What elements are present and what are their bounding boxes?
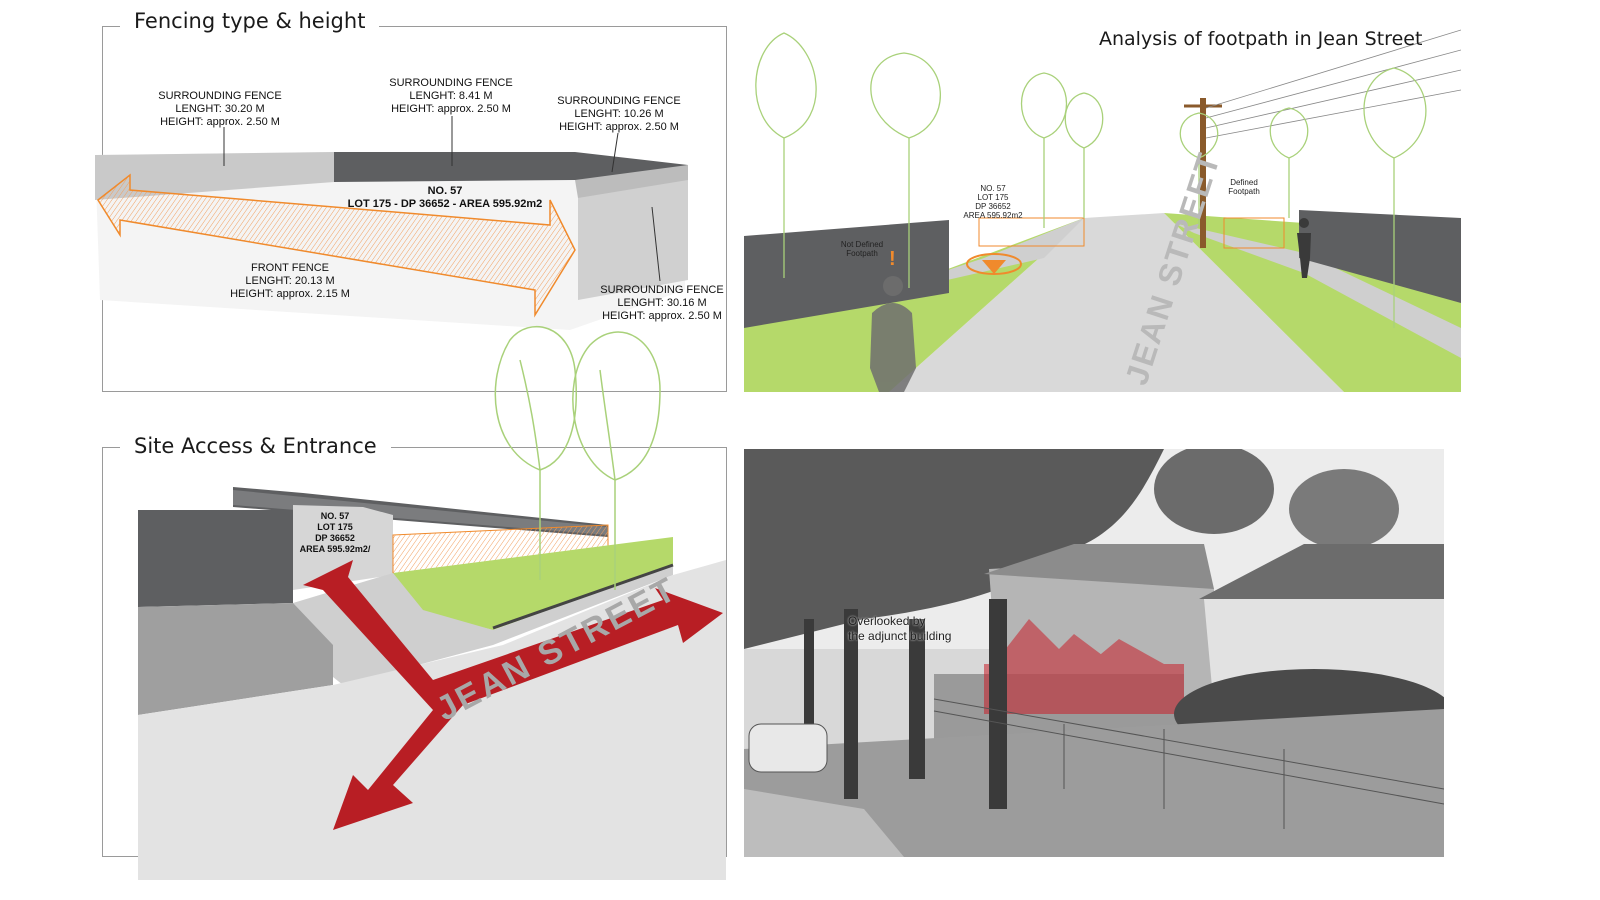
label-right-surrounding-fence: SURROUNDING FENCE LENGHT: 10.26 M HEIGHT… bbox=[557, 95, 681, 133]
street-photo bbox=[744, 449, 1444, 857]
overlooked-label: Overlooked by the adjunct building bbox=[848, 614, 952, 643]
access-panel-title: Site Access & Entrance bbox=[120, 432, 391, 460]
defined-footpath-label: Defined Footpath bbox=[1228, 178, 1260, 196]
label-front-fence: FRONT FENCE LENGHT: 20.13 M HEIGHT: appr… bbox=[230, 262, 350, 300]
access-diagram bbox=[138, 487, 726, 880]
tree-illustration bbox=[494, 325, 661, 590]
power-pole bbox=[1200, 98, 1206, 248]
side-surrounding-fence bbox=[578, 165, 688, 300]
neighbour-building bbox=[138, 510, 293, 607]
footpath-analysis-illustration bbox=[744, 28, 1461, 392]
fencing-leader-lines bbox=[223, 116, 661, 282]
front-fence-arrow bbox=[97, 173, 576, 318]
jean-street-road bbox=[889, 213, 1344, 392]
label-lot-info: NO. 57 LOT 175 - DP 36652 - AREA 595.92m… bbox=[347, 185, 543, 210]
access-grass bbox=[393, 537, 673, 630]
right-dark-wall bbox=[1299, 210, 1461, 303]
pedestrian-left bbox=[870, 276, 916, 392]
fencing-panel-title: Fencing type & height bbox=[120, 7, 380, 35]
back-surrounding-fence bbox=[334, 152, 575, 182]
left-dark-wall bbox=[744, 220, 949, 328]
access-red-arrow bbox=[303, 560, 723, 830]
left-surrounding-fence bbox=[95, 152, 334, 200]
fencing-diagram bbox=[95, 152, 688, 330]
parked-car bbox=[748, 723, 828, 773]
access-lot-label: NO. 57 LOT 175 DP 36652 AREA 595.92m2/ bbox=[299, 511, 371, 554]
warning-exclamation: ! bbox=[889, 248, 896, 270]
label-left-surrounding-fence: SURROUNDING FENCE LENGHT: 30.20 M HEIGHT… bbox=[158, 90, 282, 128]
not-defined-footpath-label: Not Defined Footpath bbox=[840, 240, 884, 258]
label-mid-surrounding-fence: SURROUNDING FENCE LENGHT: 8.41 M HEIGHT:… bbox=[389, 77, 513, 115]
label-side-surrounding-fence: SURROUNDING FENCE LENGHT: 30.16 M HEIGHT… bbox=[600, 284, 724, 322]
footpath-lot-label: NO. 57 LOT 175 DP 36652 AREA 595.92m2 bbox=[963, 184, 1023, 220]
left-undefined-footpath bbox=[924, 218, 1084, 283]
pedestrian-right bbox=[1297, 218, 1311, 278]
footpath-panel-title: Analysis of footpath in Jean Street bbox=[1099, 28, 1423, 50]
